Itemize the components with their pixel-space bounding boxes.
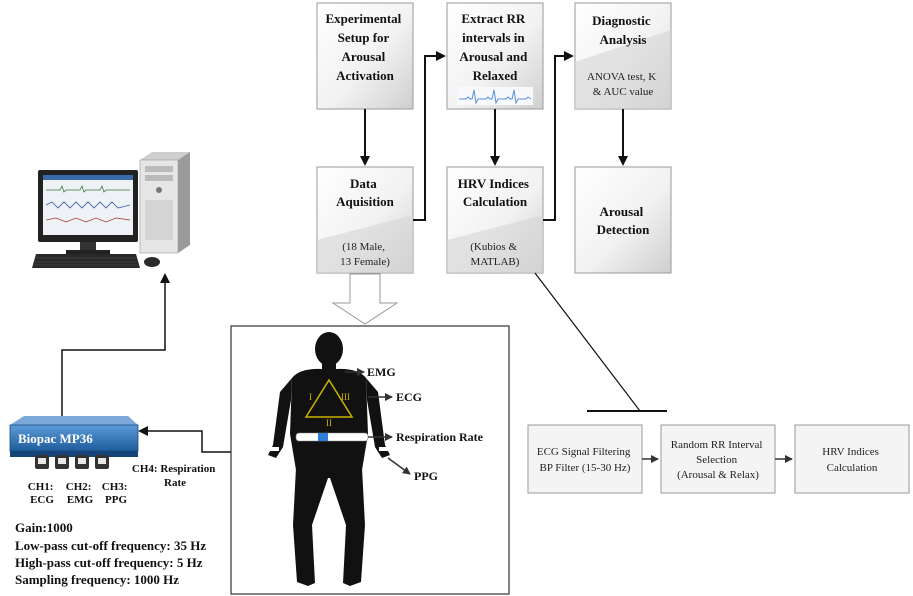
svg-text:Data Aquisition: Data Aquisition — [336, 176, 395, 209]
ecg-waveform-icon — [457, 87, 533, 105]
box-experimental-setup: Experimental Setup for Arousal Activatio… — [316, 2, 414, 110]
human-body-icon — [268, 332, 390, 586]
svg-text:ECG Signal Filtering BP: ECG Signal Filtering BP Filter (15-30 Hz… — [537, 446, 633, 474]
svg-text:(Kubios & MATLAB): (Kubios & MATLAB) — [470, 241, 520, 268]
step-ecg-filtering: ECG Signal Filtering BP Filter (15-30 Hz… — [527, 424, 643, 494]
left-wrist-sensor — [267, 447, 279, 451]
svg-text:Diagnostic Analysis: Diagnostic Analysis — [592, 13, 654, 47]
svg-text:HRV Indices Calculation: HRV Indices Calculation — [822, 446, 881, 474]
box-extract-rr: Extract RR intervals in Arousal and Rela… — [446, 2, 544, 110]
box-data-acquisition: Data Aquisition (18 Male, 13 Female) — [316, 166, 414, 274]
experimental-setup-line: Experimental Setup for Arousal Activatio… — [325, 11, 404, 83]
svg-text:(18 Male, 13 Female): (18 Male, 13 Female) — [340, 241, 390, 268]
svg-text:Extract RR intervals in: Extract RR intervals in Arousal and Rela… — [459, 11, 530, 83]
box-hrv-calculation: HRV Indices Calculation (Kubios & MATLAB… — [446, 166, 544, 274]
svg-text:HRV Indices Calculation: HRV Indices Calculation — [458, 176, 532, 209]
connector-hrv-to-pipeline — [534, 272, 641, 412]
keyboard-icon — [32, 254, 140, 268]
spec-gain: Gain:1000 — [15, 520, 73, 535]
svg-text:ANOVA test, K & AUC valu: ANOVA test, K & AUC value — [587, 71, 659, 98]
arrow-acquisition-to-extract — [413, 51, 446, 221]
computer-monitor-icon — [38, 170, 138, 254]
arrow-body-to-biopac — [138, 426, 231, 453]
svg-text:Random RR Interval Selec: Random RR Interval Selection (Arousal & … — [671, 439, 765, 481]
spec-sampling: Sampling frequency: 1000 Hz — [15, 572, 179, 587]
respiration-label: Respiration Rate — [396, 430, 484, 444]
lead-iii-label: III — [341, 392, 350, 402]
arrow-hrv-to-diagnostic — [543, 51, 574, 221]
respiration-sensor — [318, 433, 328, 441]
ppg-label: PPG — [414, 469, 438, 483]
biopac-device: Biopac MP36 — [9, 416, 139, 469]
channel-3-label: CH3: PPG — [102, 481, 130, 506]
biopac-label: Biopac MP36 — [18, 431, 93, 446]
box-diagnostic-analysis: Diagnostic Analysis ANOVA test, K & AUC … — [574, 2, 672, 110]
svg-text:Arousal Detection: Arousal Detection — [597, 204, 650, 237]
ppg-arrow — [387, 457, 411, 475]
step-random-rr-selection: Random RR Interval Selection (Arousal & … — [660, 424, 776, 494]
channel-2-label: CH2: EMG — [66, 481, 94, 506]
hollow-arrow-acquisition-to-body — [331, 273, 399, 325]
right-wrist-sensor — [379, 447, 391, 451]
lead-ii-label: II — [326, 418, 332, 428]
tower-pc-icon — [139, 152, 190, 254]
ecg-label: ECG — [396, 390, 422, 404]
body-panel — [230, 325, 510, 595]
ecg-lead-triangle — [304, 378, 354, 418]
step-hrv-indices: HRV Indices Calculation — [794, 424, 910, 494]
mouse-icon — [144, 257, 160, 267]
spec-low-pass: Low-pass cut-off frequency: 35 Hz — [15, 538, 206, 553]
spec-high-pass: High-pass cut-off frequency: 5 Hz — [15, 555, 203, 570]
channel-1-label: CH1: ECG — [28, 481, 56, 506]
box-arousal-detection: Arousal Detection — [574, 166, 672, 274]
arrow-biopac-to-computer — [61, 273, 170, 416]
lead-i-label: I — [309, 392, 312, 402]
respiration-belt — [295, 432, 369, 442]
emg-label: EMG — [367, 365, 396, 379]
channel-4-label: CH4: Respiration Rate — [132, 463, 218, 489]
